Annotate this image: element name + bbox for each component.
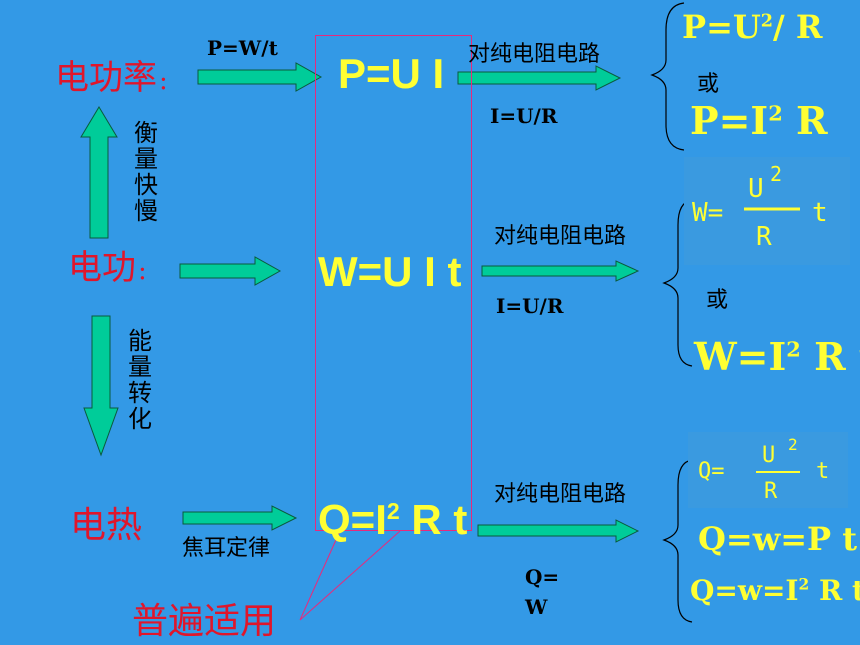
energy-conversion-text: 能 量 转 化 [128, 327, 152, 433]
heat-alt-formula-1: Q=w=P t [698, 520, 858, 558]
power-alt-formula-2: P=I2 R [690, 98, 828, 143]
work-fraction-denominator: R [756, 222, 772, 252]
heat-fraction-lhs: Q= [698, 459, 725, 484]
arrow-pure-resistor-2 [481, 260, 640, 282]
heat-alt-formula-2: Q=w=I2 R t [690, 574, 860, 607]
work-alt-formula: W=I2 R t [694, 334, 860, 379]
arrow-heat-to-formula [182, 505, 298, 531]
brace-work [662, 199, 693, 367]
arrow-work-to-formula [179, 256, 282, 286]
heat-formula: Q=I2 R t [318, 496, 468, 543]
pure-resistor-label-2: 对纯电阻电路 [494, 224, 627, 249]
work-fraction-numerator: U [748, 174, 764, 204]
work-label: 电功: [68, 248, 147, 288]
arrow-pure-resistor-3 [477, 519, 640, 543]
heat-fraction-formula: Q= U 2 R t [688, 432, 848, 508]
work-fraction-exponent: 2 [770, 162, 782, 186]
work-formula: W=U I t [318, 248, 462, 295]
arrow-up-measure [80, 106, 118, 239]
measure-speed-text: 衡 量 快 慢 [134, 119, 158, 225]
work-fraction-lhs: W= [692, 198, 723, 228]
brace-heat [662, 459, 693, 623]
callout-tail [299, 530, 401, 621]
heat-fraction-numerator: U [762, 443, 775, 468]
power-label: 电功率: [55, 58, 168, 98]
heat-fraction-denominator: R [764, 479, 778, 504]
pure-resistor-label-1: 对纯电阻电路 [468, 42, 601, 67]
or-label-2: 或 [706, 288, 729, 313]
ohm-law-label-2: I=U/R [496, 294, 564, 318]
q-equals-w-label: Q= W [525, 565, 560, 619]
p-definition-label: P=W/t [207, 36, 278, 60]
or-label-1: 或 [697, 72, 720, 97]
joule-law-label: 焦耳定律 [182, 536, 271, 561]
heat-fraction-t: t [816, 459, 829, 484]
universal-callout-box [315, 35, 472, 531]
heat-fraction-exponent: 2 [788, 435, 798, 454]
work-fraction-graphic: W= U 2 R t [692, 162, 828, 252]
work-fraction-formula: W= U 2 R t [684, 157, 850, 265]
universal-label: 普遍适用 [132, 601, 277, 642]
heat-fraction-graphic: Q= U 2 R t [698, 435, 829, 504]
ohm-law-label-1: I=U/R [490, 104, 558, 128]
brace-power [650, 2, 685, 151]
power-alt-formula-1: P=U2/ R [682, 8, 823, 46]
arrow-pure-resistor-1 [457, 65, 622, 91]
arrow-down-energy [83, 315, 119, 457]
heat-label: 电热 [70, 505, 143, 546]
power-formula: P=U I [338, 50, 445, 97]
pure-resistor-label-3: 对纯电阻电路 [494, 482, 627, 507]
work-fraction-t: t [812, 198, 828, 228]
arrow-power-to-formula [197, 62, 323, 92]
